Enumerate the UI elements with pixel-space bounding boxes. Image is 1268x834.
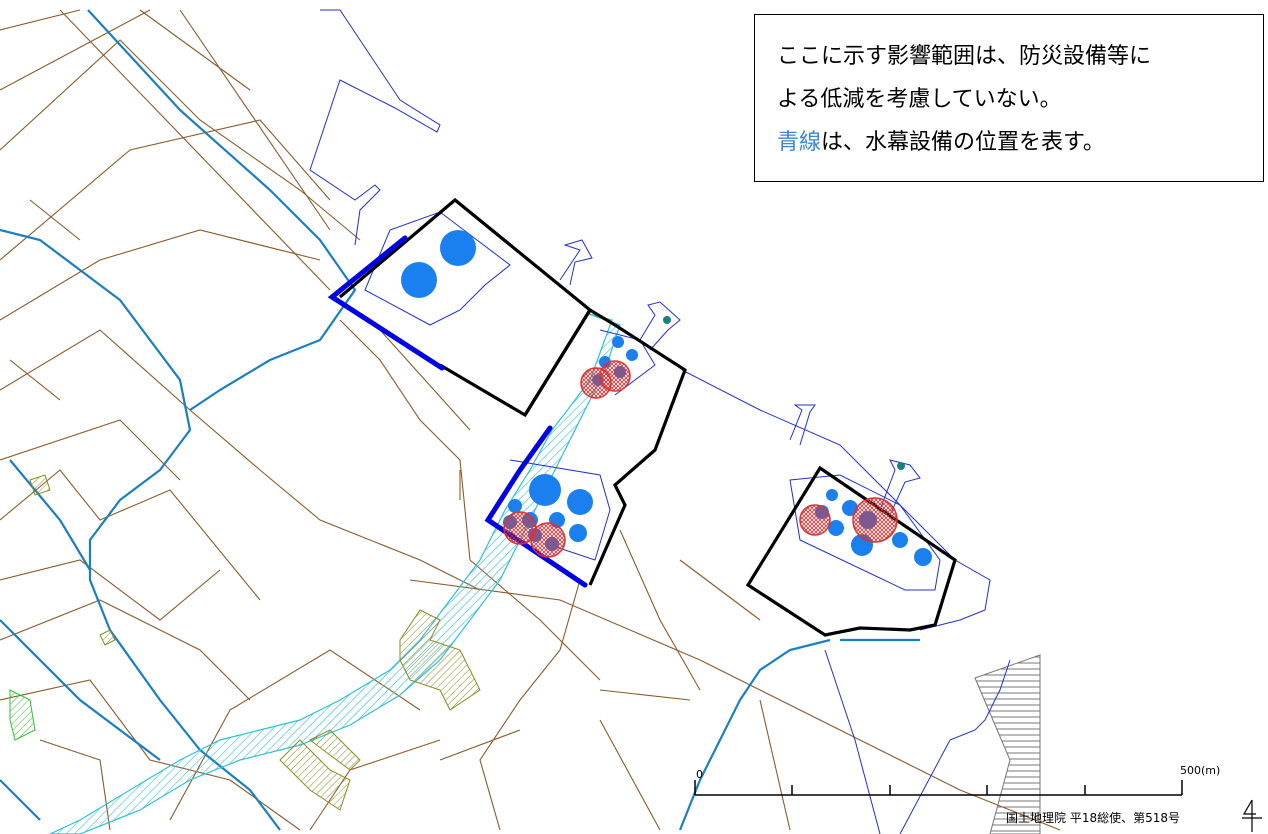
legend-note: ここに示す影響範囲は、防災設備等に よる低減を考慮していない。 青線は、水幕設備… — [754, 14, 1264, 182]
rivers — [0, 9, 920, 831]
note-line-1: ここに示す影響範囲は、防災設備等に — [777, 44, 1152, 69]
note-line-3: 青線は、水幕設備の位置を表す。 — [777, 121, 1263, 164]
map-credit: 国土地理院 平18総使、第518号 — [1006, 811, 1180, 825]
note-line-2: よる低減を考慮していない。 — [777, 87, 1062, 112]
blue-line-term: 青線 — [777, 130, 822, 155]
green-area — [9, 689, 36, 741]
gray-hatched-area — [974, 654, 1041, 834]
north-arrow-icon — [1242, 799, 1262, 832]
scale-bar — [694, 780, 1183, 796]
scale-start-label: 0 — [696, 768, 703, 781]
jetty-lines — [309, 9, 1011, 834]
marker — [897, 462, 905, 470]
storage-tanks — [401, 230, 932, 566]
site-boundaries — [338, 197, 957, 637]
impact-zones — [503, 360, 898, 558]
note-line-3-rest: は、水幕設備の位置を表す。 — [821, 130, 1105, 155]
marker — [663, 316, 671, 324]
buildings — [29, 474, 481, 811]
scale-end-label: 500(m) — [1180, 764, 1221, 777]
